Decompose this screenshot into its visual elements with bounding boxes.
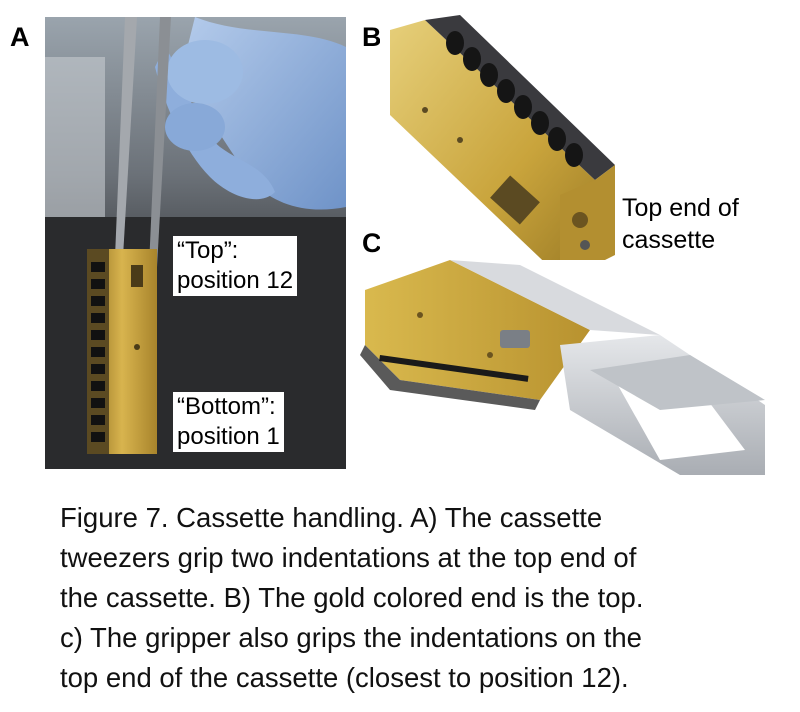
photo-c-illustration [360, 260, 765, 475]
figure-caption: Figure 7. Cassette handling. A) The cass… [60, 498, 790, 698]
caption-line-3: the cassette. B) The gold colored end is… [60, 582, 644, 613]
caption-line-5: top end of the cassette (closest to posi… [60, 662, 629, 693]
caption-line-4: c) The gripper also grips the indentatio… [60, 622, 642, 653]
caption-line-1: Figure 7. Cassette handling. A) The cass… [60, 502, 603, 533]
panel-letter-b: B [362, 22, 382, 52]
label-bottom-line2: position 1 [177, 423, 280, 450]
photo-b-illustration [380, 15, 620, 280]
label-bottom-line1: “Bottom”: [177, 393, 276, 420]
caption-line-2: tweezers grip two indentations at the to… [60, 542, 637, 573]
label-top-end-line2: cassette [622, 226, 716, 254]
label-top-line2: position 12 [177, 267, 294, 294]
photo-c-gripper [360, 260, 765, 475]
label-bottom-position: “Bottom”: position 1 [173, 392, 284, 452]
label-top-end-of-cassette: Top end of cassette [622, 192, 739, 256]
panel-letter-a: A [10, 22, 30, 52]
panel-letter-c: C [362, 228, 382, 258]
label-top-position: “Top”: position 12 [173, 236, 298, 296]
label-top-end-line1: Top end of [622, 194, 739, 222]
label-top-line1: “Top”: [177, 237, 239, 264]
photo-b-cassette [380, 15, 620, 280]
